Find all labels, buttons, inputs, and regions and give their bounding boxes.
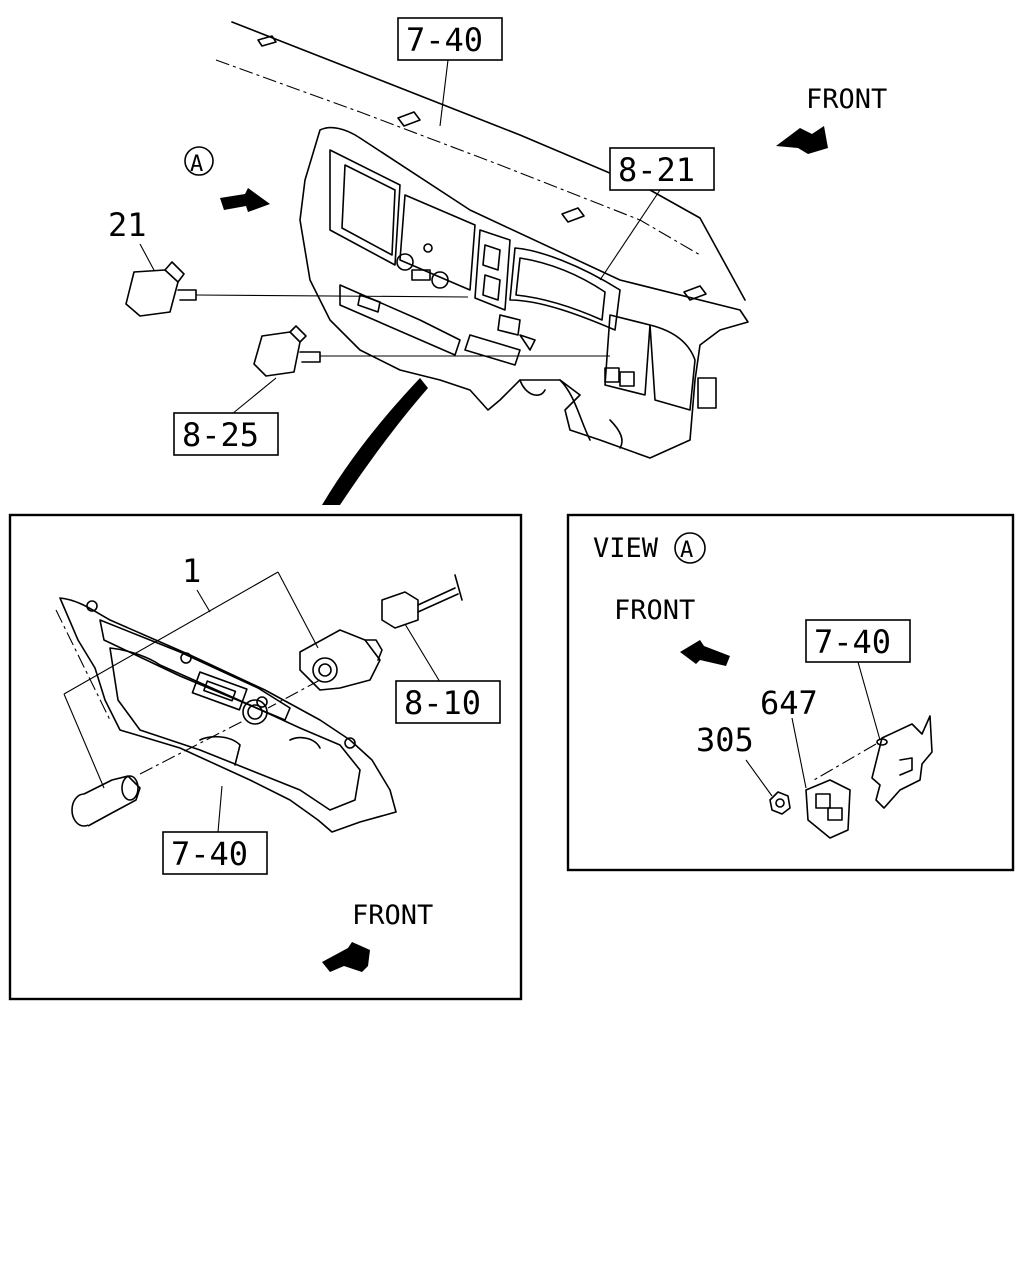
front-arrow-icon: [322, 942, 370, 972]
console-panel-detail: [55, 597, 397, 833]
left-vent-opening: [329, 149, 401, 266]
dashboard-assembly: [215, 21, 749, 459]
cigar-lighter-knob[interactable]: [71, 719, 246, 827]
svg-text:8-10: 8-10: [404, 684, 481, 722]
part-647-switch[interactable]: 647: [760, 684, 851, 839]
front-arrow-detail-left: FRONT: [322, 900, 433, 972]
view-a-circle-icon: [184, 146, 214, 176]
svg-text:7-40: 7-40: [171, 835, 248, 873]
part-21-switch[interactable]: 21: [108, 206, 469, 317]
ref-8-21[interactable]: 8-21: [599, 147, 715, 281]
front-arrow-detail-right: FRONT: [614, 595, 730, 666]
svg-text:A: A: [190, 152, 203, 177]
ref-7-40-top[interactable]: 7-40: [397, 17, 503, 127]
meter-cluster: [509, 247, 621, 331]
svg-text:305: 305: [696, 721, 754, 759]
svg-text:FRONT: FRONT: [806, 84, 887, 115]
view-direction-arrow-icon: [220, 188, 270, 212]
part-305-nut[interactable]: 305: [696, 721, 791, 815]
svg-text:VIEW: VIEW: [593, 533, 659, 564]
svg-text:8-25: 8-25: [182, 416, 259, 454]
front-arrow-icon: [776, 126, 828, 154]
ref-7-40-detail[interactable]: 7-40: [162, 785, 268, 875]
ref-8-25-switch[interactable]: 8-25: [173, 325, 610, 456]
svg-text:FRONT: FRONT: [352, 900, 433, 931]
svg-text:21: 21: [108, 206, 147, 244]
ref-7-40-view[interactable]: 7-40: [805, 619, 911, 741]
svg-text:7-40: 7-40: [406, 21, 483, 59]
svg-text:FRONT: FRONT: [614, 595, 695, 626]
view-a-marker: A: [184, 146, 270, 212]
svg-text:7-40: 7-40: [814, 623, 891, 661]
detail-panel-left: [8, 513, 523, 1001]
front-arrow-top: FRONT: [776, 84, 887, 154]
mounting-bracket[interactable]: [813, 715, 933, 809]
dash-vent-slot: [397, 111, 421, 127]
cigar-lighter-socket[interactable]: [267, 629, 383, 709]
svg-text:1: 1: [182, 552, 201, 590]
detail-callout-arrow: [322, 378, 428, 505]
ref-1[interactable]: 1: [63, 552, 319, 789]
view-a-panel: [566, 513, 1015, 872]
dash-vent-slot: [561, 207, 585, 223]
svg-text:647: 647: [760, 684, 818, 722]
side-connector: [697, 377, 717, 409]
right-switch-panel: [604, 314, 651, 396]
view-a-circle-icon: [674, 532, 706, 564]
view-a-title: VIEW A: [593, 532, 706, 564]
svg-text:8-21: 8-21: [618, 151, 695, 189]
svg-text:A: A: [680, 538, 693, 563]
dash-vent-slot: [257, 35, 277, 47]
ref-8-10-connector[interactable]: 8-10: [381, 574, 501, 724]
center-panel-opening: [399, 194, 476, 291]
front-arrow-icon: [680, 640, 730, 666]
dash-vent-slot: [683, 285, 707, 301]
